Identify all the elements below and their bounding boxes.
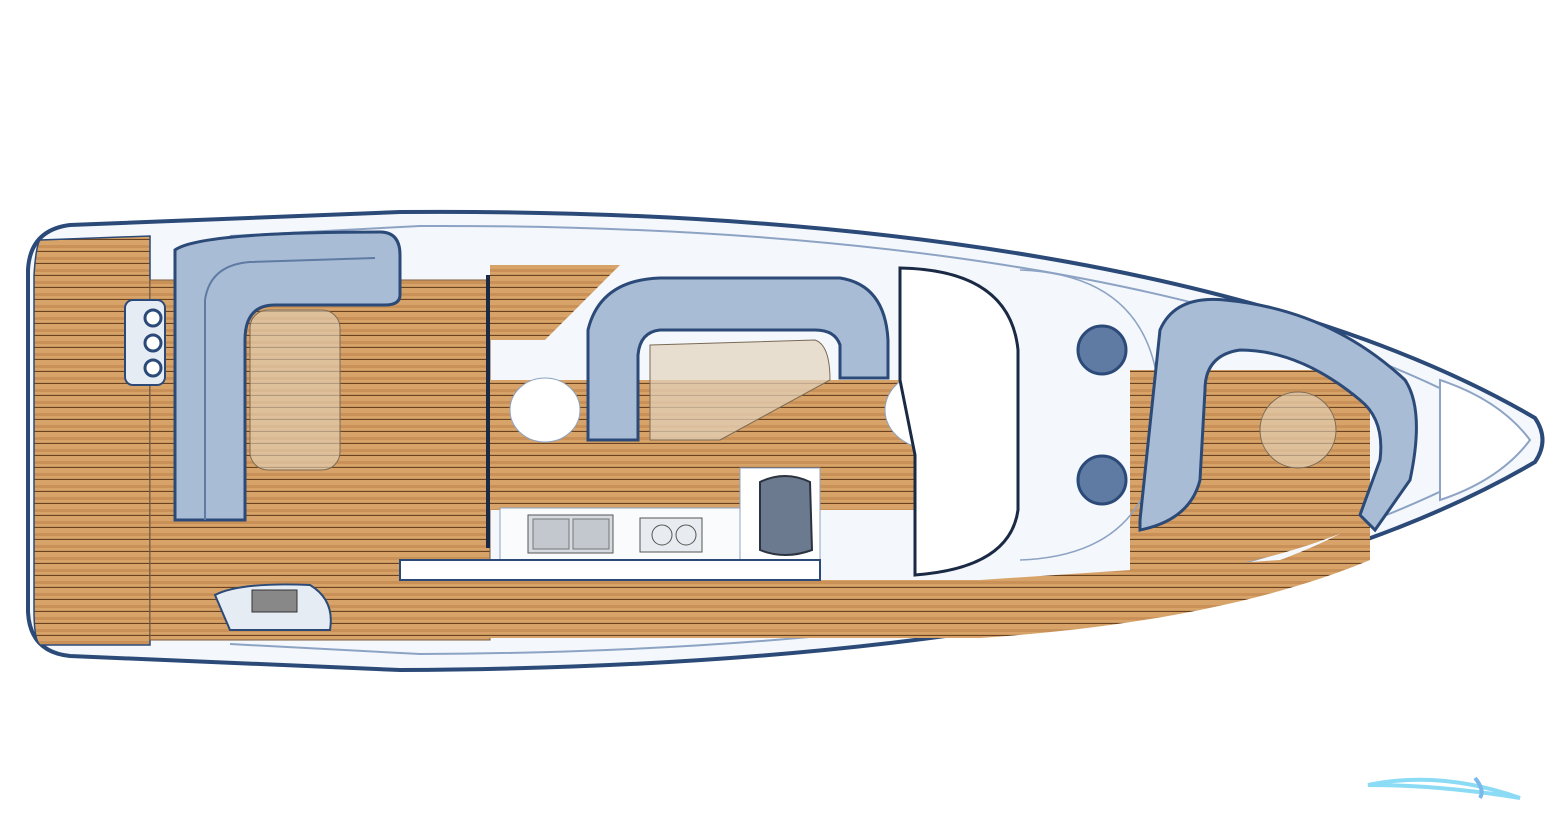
- swim-platform-teak: [33, 235, 151, 646]
- grill-grate: [251, 589, 298, 613]
- bow-seat: [1138, 297, 1418, 533]
- watermark-logo: [1367, 776, 1521, 800]
- cockpit-table: [249, 309, 341, 471]
- windshield: [898, 266, 1020, 577]
- side-deck-fwd-teak: [980, 515, 1370, 638]
- saloon-table: [649, 339, 831, 441]
- side-deck-teak: [400, 580, 980, 638]
- anchor-locker: [1439, 378, 1532, 502]
- cooktop-icon: [639, 517, 703, 553]
- sink-icon: [527, 514, 614, 554]
- helm-seat-icon: [759, 475, 814, 556]
- aft-seat-cushion-line: [204, 257, 376, 520]
- windscreen-frame: [399, 559, 821, 581]
- aft-saloon-teak: [490, 265, 620, 340]
- aft-l-seat: [173, 230, 402, 522]
- hatch-icon: [1076, 324, 1128, 376]
- winch-icon: [124, 299, 166, 386]
- bow-table: [1259, 391, 1337, 469]
- saloon-u-seat: [586, 276, 890, 442]
- hatch-icon: [1076, 454, 1128, 506]
- ice-maker: [509, 377, 581, 443]
